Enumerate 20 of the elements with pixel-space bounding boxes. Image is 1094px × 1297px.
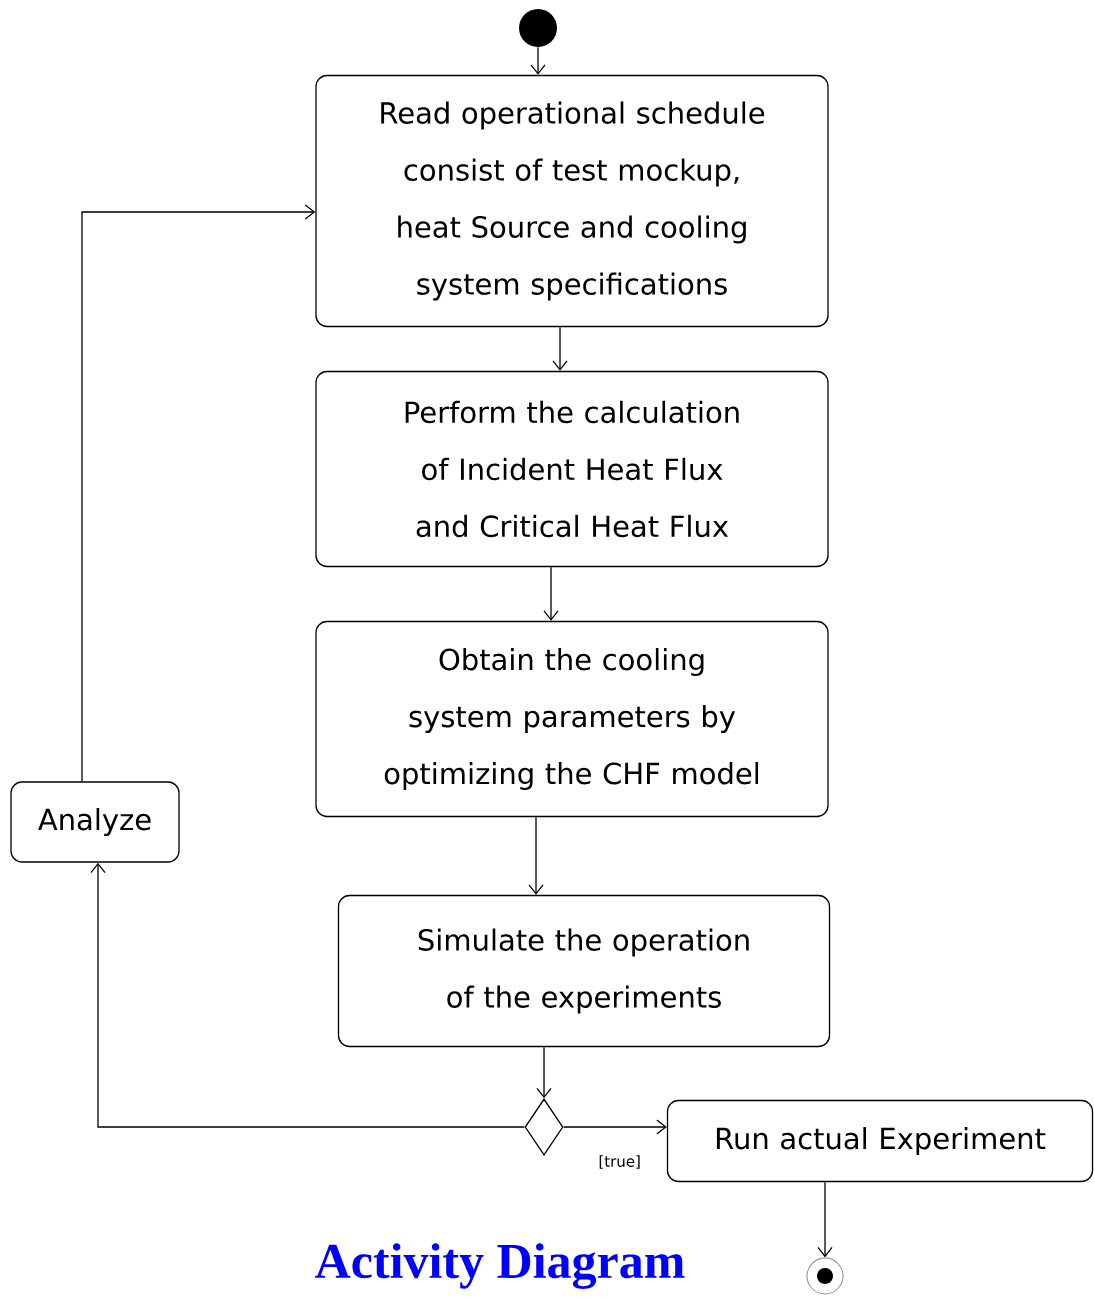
action-box: Simulate the operation of the experiments (337, 894, 831, 1048)
action-box: Obtain the cooling system parameters by optimizing the CHF model (315, 620, 829, 818)
action-box: Analyze (10, 781, 180, 863)
diagram-title: Activity Diagram (315, 1243, 685, 1289)
edge-label: [true] (597, 1154, 642, 1170)
start-node (519, 9, 557, 47)
arrow (563, 1119, 667, 1135)
arrow (90, 862, 525, 1128)
action-box: Run actual Experiment (666, 1099, 1094, 1183)
arrow (528, 816, 544, 895)
arrow (552, 326, 568, 371)
action-box: Read operational schedule consist of test mockup, heat Source and cooling system specifications (315, 74, 829, 328)
action-box: Perform the calculation of Incident Heat Flux and Critical Heat Flux (315, 370, 829, 568)
arrow (81, 204, 316, 782)
decision-diamond (524, 1098, 564, 1156)
arrow (530, 46, 546, 75)
arrow (543, 566, 559, 621)
arrow (817, 1181, 833, 1258)
arrow (536, 1046, 552, 1099)
end-node (806, 1257, 844, 1295)
